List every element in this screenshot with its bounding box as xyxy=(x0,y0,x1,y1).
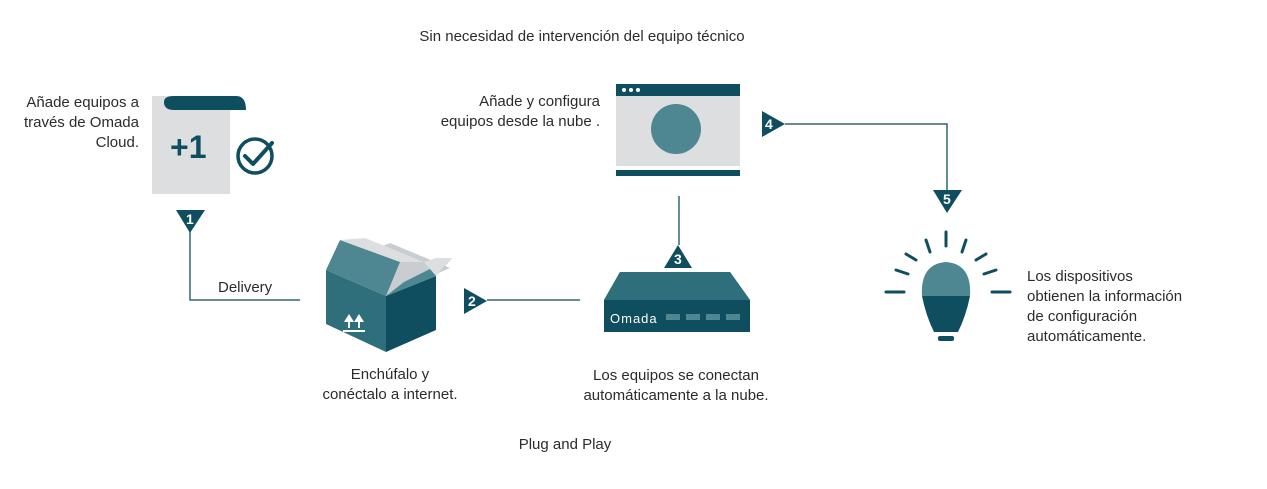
connector-lines xyxy=(189,123,948,301)
step-badge-5: 5 xyxy=(933,190,962,213)
line-step4-bulb xyxy=(785,123,948,190)
step-connect-text: Los equipos se conectan automáticamente … xyxy=(583,367,769,404)
svg-text:1: 1 xyxy=(186,211,194,227)
svg-text:2: 2 xyxy=(468,293,476,309)
delivery-label: Delivery xyxy=(218,279,273,296)
step-obtain-text: Los dispositivos obtienen la información… xyxy=(1027,268,1183,345)
cloud-browser-window-icon xyxy=(616,84,740,176)
svg-text:5: 5 xyxy=(943,191,951,207)
step-badge-1: 1 xyxy=(176,210,205,233)
card-plus-one: +1 xyxy=(170,129,206,165)
document-card-icon: +1 xyxy=(152,96,246,194)
this-side-up-icon xyxy=(343,314,365,332)
step-add-cloud-text: Añade equipos a través de Omada Cloud. xyxy=(23,94,139,151)
svg-text:3: 3 xyxy=(674,251,682,267)
step-configure-text: Añade y configura equipos desde la nube … xyxy=(440,93,600,130)
package-box-icon xyxy=(326,238,452,352)
page-title: Sin necesidad de intervención del equipo… xyxy=(419,28,745,45)
line-step1-delivery xyxy=(189,230,300,301)
omada-router-icon: Omada xyxy=(604,272,750,332)
checkmark-icon xyxy=(236,137,274,175)
step-plug-text: Enchúfalo y conéctalo a internet. xyxy=(322,366,458,403)
step-badge-3: 3 xyxy=(664,245,692,268)
router-brand: Omada xyxy=(610,311,658,326)
svg-text:4: 4 xyxy=(765,116,773,132)
plug-and-play-caption: Plug and Play xyxy=(518,436,612,453)
light-bulb-icon xyxy=(884,230,1012,341)
step-badge-2: 2 xyxy=(464,288,487,314)
step-badge-4: 4 xyxy=(762,111,785,137)
